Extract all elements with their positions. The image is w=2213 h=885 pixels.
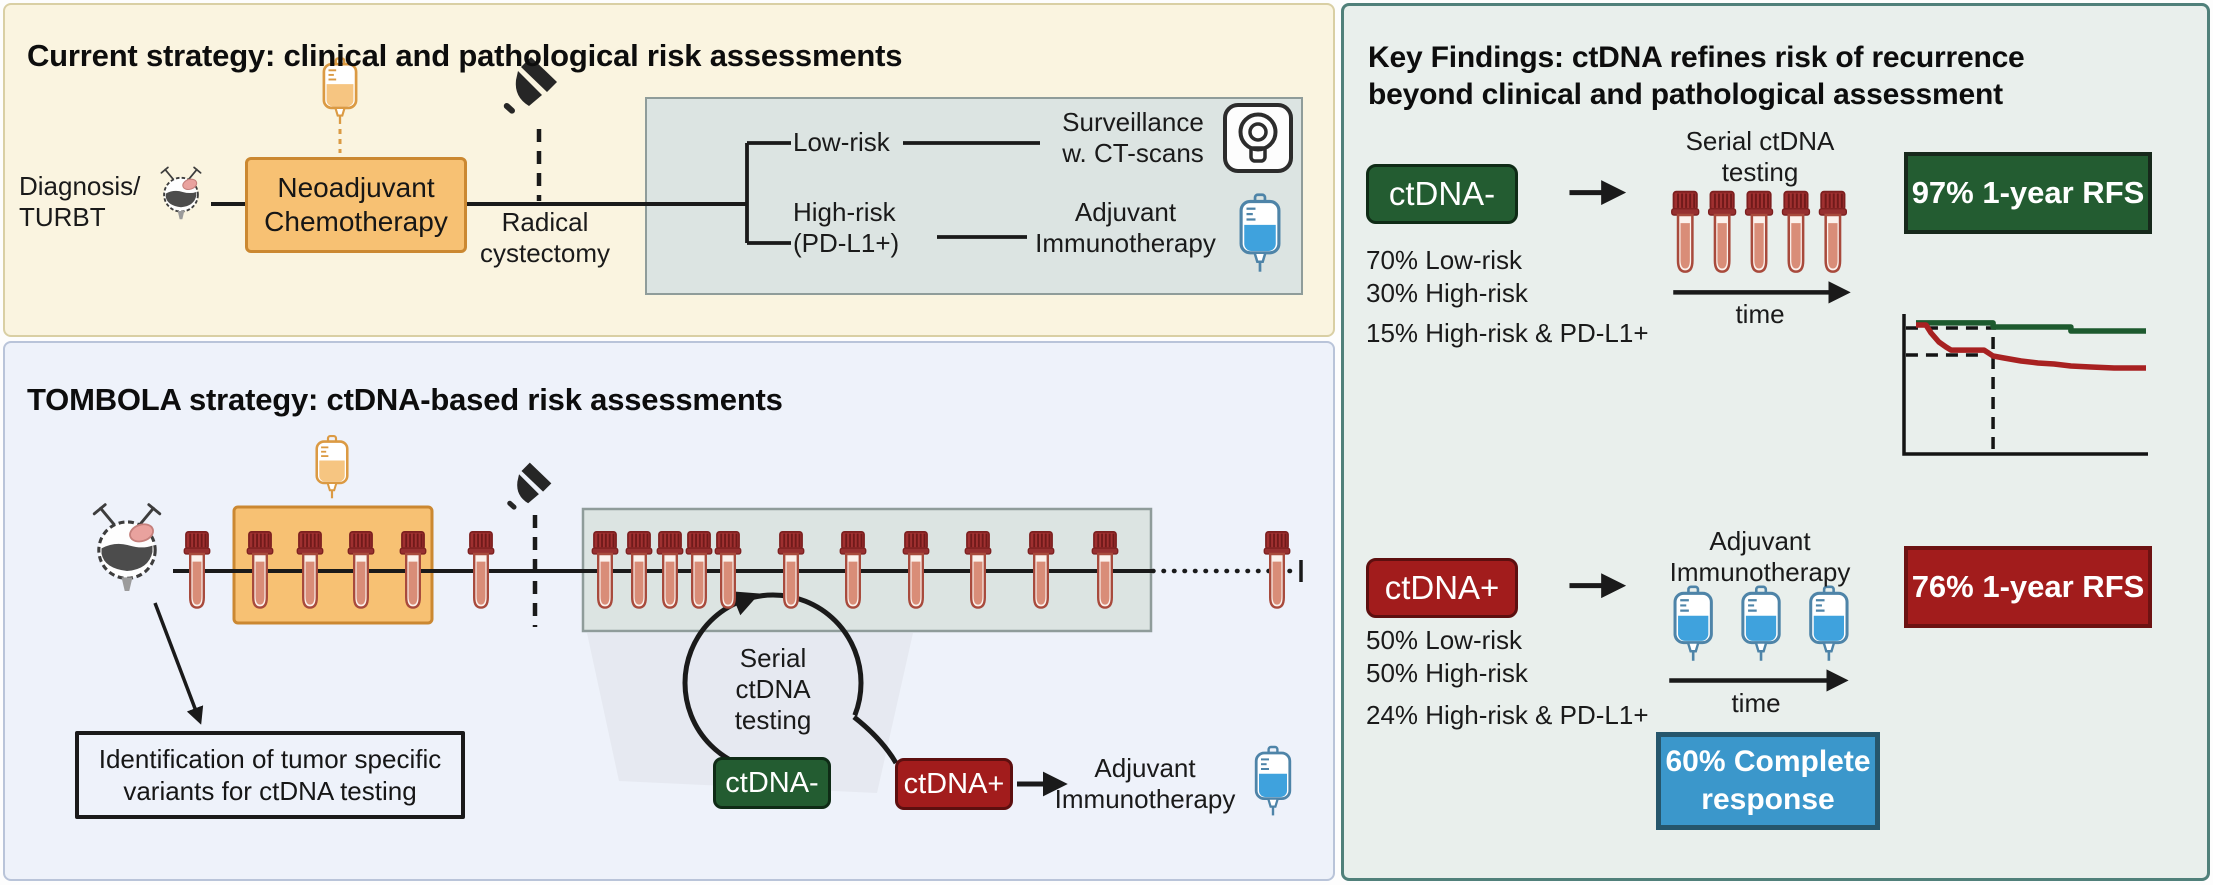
blood-tube-icon: [655, 530, 685, 609]
time-label: time: [1735, 299, 1785, 329]
adjuvant-pathway-label: Adjuvant Immunotherapy: [1669, 526, 1851, 587]
blood-tube-icon: [182, 530, 212, 609]
identification-arrow: [153, 602, 204, 725]
complete-response-box: 60% Complete response: [1656, 732, 1880, 830]
blood-tube-icon: [1090, 530, 1120, 609]
negative-risk-stats: 70% Low-risk 30% High-risk: [1366, 245, 1528, 308]
radical-cystectomy-label: Radical cystectomy: [479, 207, 611, 268]
blood-tube-icon: [1818, 190, 1848, 273]
positive-outcome-box: 76% 1-year RFS: [1904, 546, 2152, 628]
serial-ctdna-testing-label: Serial ctDNA testing: [734, 643, 812, 735]
panel-title-current: Current strategy: clinical and pathologi…: [27, 37, 903, 73]
bladder-icon: [92, 503, 162, 592]
km-axes: [1902, 314, 2148, 456]
ctdna-negative-badge: ctDNA-: [1366, 164, 1518, 224]
blood-tube-icon: [1670, 190, 1701, 273]
serial-testing-tubes: [1670, 190, 1848, 273]
blood-tube-icon: [776, 530, 806, 609]
blood-tube-icon: [1744, 190, 1774, 273]
chemo-iv-bag-icon: [315, 435, 349, 499]
positive-pdl1-stat: 24% High-risk & PD-L1+: [1366, 700, 1649, 730]
panel-current-strategy: Current strategy: clinical and pathologi…: [3, 3, 1335, 337]
cycle-arrowhead: [730, 591, 760, 616]
panel-tombola-strategy: TOMBOLA strategy: ctDNA-based risk asses…: [3, 341, 1335, 881]
blood-tube-icon: [346, 530, 376, 609]
blood-tube-icon: [398, 530, 428, 609]
low-risk-label: Low-risk: [793, 127, 890, 157]
chemo-period-box: [232, 505, 434, 625]
immunotherapy-bags: [1673, 585, 1849, 663]
blood-tube-icon: [901, 530, 931, 609]
serial-ctdna-pathway-label: Serial ctDNA testing: [1685, 126, 1835, 187]
blood-tube-row: [182, 530, 1292, 609]
ctdna-positive-badge: ctDNA+: [895, 758, 1013, 810]
ctdna-negative-badge: ctDNA-: [713, 757, 831, 809]
blood-tube-icon: [1781, 190, 1811, 273]
blood-tube-icon: [466, 530, 496, 609]
immunotherapy-iv-bag-icon: [1809, 585, 1849, 663]
adjuvant-immunotherapy-label: Adjuvant Immunotherapy: [1054, 753, 1236, 814]
blood-tube-icon: [1262, 530, 1292, 609]
km-series-ctDNA+: [1916, 322, 2146, 371]
panel-title-tombola: TOMBOLA strategy: ctDNA-based risk asses…: [27, 381, 783, 417]
panel-key-findings: Key Findings: ctDNA refines risk of recu…: [1341, 3, 2210, 881]
positive-risk-stats: 50% Low-risk 50% High-risk: [1366, 625, 1528, 688]
blood-tube-icon: [624, 530, 654, 609]
ctdna-positive-badge: ctDNA+: [1366, 558, 1518, 618]
bladder-icon: [160, 166, 202, 220]
blood-tube-icon: [1026, 530, 1056, 609]
km-series-ctDNA-: [1916, 320, 2146, 334]
panel-title-key-findings: Key Findings: ctDNA refines risk of recu…: [1368, 40, 2025, 111]
blood-tube-icon: [245, 530, 275, 609]
immunotherapy-iv-bag-icon: [1741, 585, 1781, 663]
negative-pdl1-stat: 15% High-risk & PD-L1+: [1366, 318, 1649, 348]
surveillance-label: Surveillance w. CT-scans: [1062, 107, 1204, 168]
immunotherapy-iv-bag-icon: [1673, 585, 1713, 663]
diagnosis-label: Diagnosis/ TURBT: [19, 171, 141, 232]
variant-identification-box: Identification of tumor specific variant…: [75, 731, 465, 819]
blood-tube-icon: [713, 530, 743, 609]
blood-tube-icon: [963, 530, 993, 609]
negative-outcome-box: 97% 1-year RFS: [1904, 152, 2152, 234]
serial-sampling-box: [581, 507, 1153, 633]
immunotherapy-iv-bag-icon: [1254, 745, 1292, 817]
blood-tube-icon: [838, 530, 868, 609]
neoadjuvant-chemo-box: Neoadjuvant Chemotherapy: [245, 157, 467, 253]
blood-tube-icon: [1707, 190, 1737, 273]
scalpel-icon: [506, 462, 552, 511]
blood-tube-icon: [684, 530, 714, 609]
high-risk-label: High-risk (PD-L1+): [793, 197, 900, 258]
time-label: time: [1731, 688, 1781, 718]
blood-tube-icon: [295, 530, 325, 609]
adjuvant-immunotherapy-label: Adjuvant Immunotherapy: [1035, 197, 1216, 258]
blood-tube-icon: [590, 530, 620, 609]
km-survival-chart: [1902, 314, 2148, 456]
